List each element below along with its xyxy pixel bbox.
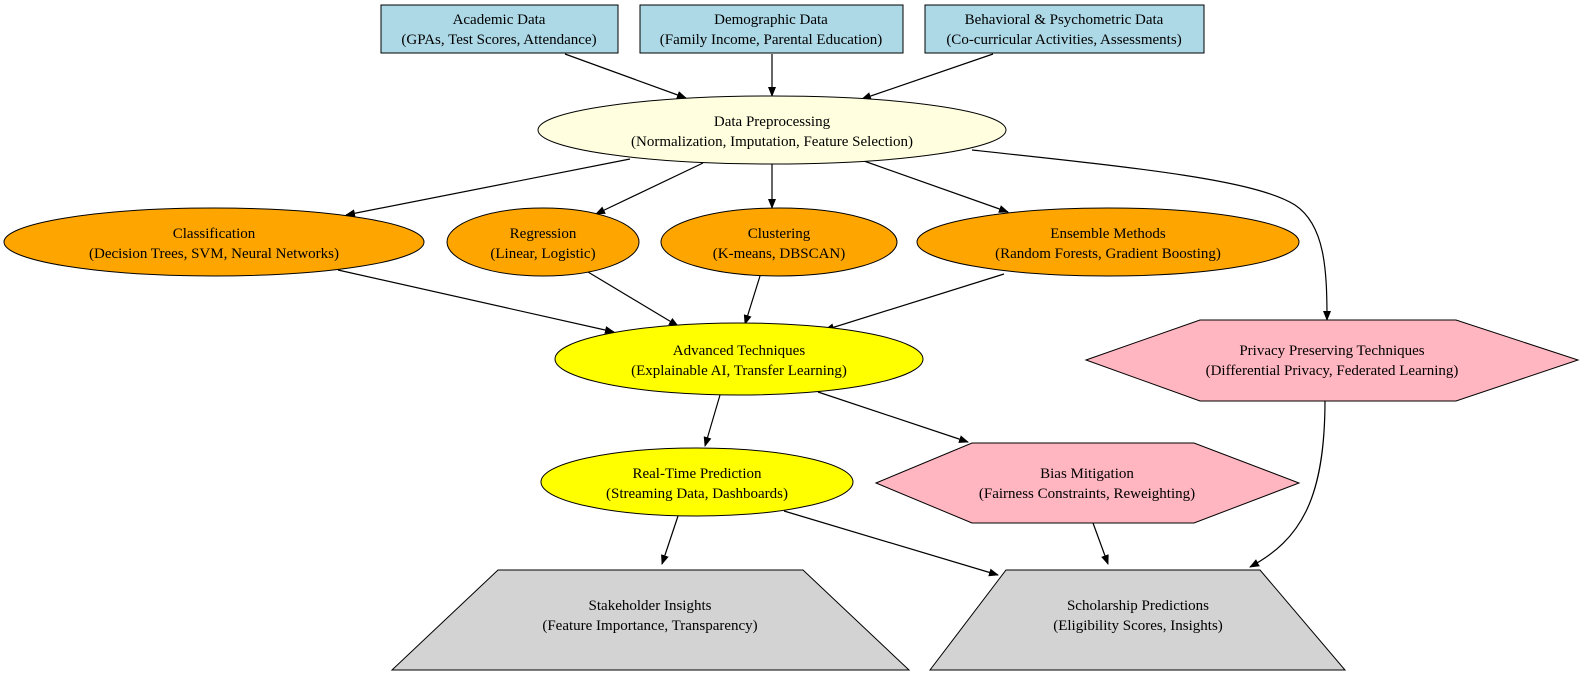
edge-privacy-to-scholarship (1249, 399, 1326, 568)
node-advanced: Advanced Techniques (Explainable AI, Tra… (554, 322, 924, 396)
edge-advanced-to-bias (817, 391, 969, 443)
node-preprocess-title: Data Preprocessing (714, 114, 831, 130)
node-classification-ellipse (3, 207, 425, 277)
edge-preprocess-to-ensemble (863, 160, 1009, 213)
node-preprocess-detail: (Normalization, Imputation, Feature Sele… (631, 134, 913, 150)
node-stakeholder: Stakeholder Insights (Feature Importance… (390, 569, 911, 671)
node-ensemble-ellipse (916, 207, 1300, 277)
node-classification-title: Classification (173, 226, 256, 242)
node-ensemble-detail: (Random Forests, Gradient Boosting) (995, 246, 1221, 262)
edge-regression-to-advanced (587, 271, 679, 327)
node-regression-ellipse (446, 207, 640, 277)
edge-behavioral-to-preprocess (861, 53, 994, 100)
edge-preprocess-to-privacy (971, 149, 1331, 321)
node-ensemble-title: Ensemble Methods (1050, 226, 1166, 242)
node-regression: Regression (Linear, Logistic) (446, 207, 640, 277)
node-stakeholder-detail: (Feature Importance, Transparency) (542, 618, 757, 634)
node-behavioral-box (924, 4, 1205, 54)
edge-preprocess-to-classification (345, 158, 631, 218)
node-stakeholder-title: Stakeholder Insights (589, 598, 712, 614)
edge-classification-to-advanced (337, 269, 615, 334)
node-bias-detail: (Fairness Constraints, Reweighting) (979, 486, 1195, 502)
node-academic-box (380, 4, 619, 54)
node-privacy-hexagon (1084, 319, 1580, 402)
edge-advanced-to-realtime (703, 394, 721, 447)
node-clustering-ellipse (660, 207, 898, 277)
node-clustering-title: Clustering (748, 226, 811, 242)
node-privacy: Privacy Preserving Techniques (Different… (1084, 319, 1580, 402)
node-demographic: Demographic Data (Family Income, Parenta… (639, 4, 904, 54)
node-ensemble: Ensemble Methods (Random Forests, Gradie… (916, 207, 1300, 277)
node-demographic-detail: (Family Income, Parental Education) (660, 32, 882, 48)
edge-realtime-to-stakeholder (661, 515, 679, 565)
node-scholarship-title: Scholarship Predictions (1067, 598, 1209, 614)
node-demographic-box (639, 4, 904, 54)
node-bias-title: Bias Mitigation (1040, 466, 1134, 482)
node-bias: Bias Mitigation (Fairness Constraints, R… (874, 442, 1301, 524)
node-privacy-title: Privacy Preserving Techniques (1239, 343, 1424, 359)
node-advanced-ellipse (554, 322, 924, 396)
node-privacy-detail: (Differential Privacy, Federated Learnin… (1206, 363, 1459, 379)
node-realtime-ellipse (540, 447, 854, 517)
node-preprocess: Data Preprocessing (Normalization, Imput… (537, 95, 1007, 165)
node-behavioral: Behavioral & Psychometric Data (Co-curri… (924, 4, 1205, 54)
node-preprocess-ellipse (537, 95, 1007, 165)
node-regression-detail: (Linear, Logistic) (490, 246, 595, 262)
node-stakeholder-trapezoid (390, 569, 911, 671)
node-advanced-title: Advanced Techniques (673, 343, 806, 359)
node-realtime-title: Real-Time Prediction (632, 466, 762, 482)
node-academic-detail: (GPAs, Test Scores, Attendance) (401, 32, 596, 48)
edge-bias-to-scholarship (1092, 522, 1109, 565)
node-classification-detail: (Decision Trees, SVM, Neural Networks) (89, 246, 339, 262)
node-demographic-title: Demographic Data (714, 12, 828, 28)
edge-preprocess-to-regression (595, 162, 704, 215)
node-behavioral-detail: (Co-curricular Activities, Assessments) (946, 32, 1181, 48)
node-academic-title: Academic Data (453, 12, 546, 28)
node-bias-hexagon (874, 442, 1301, 524)
node-advanced-detail: (Explainable AI, Transfer Learning) (631, 363, 847, 379)
node-clustering-detail: (K-means, DBSCAN) (713, 246, 846, 262)
node-scholarship: Scholarship Predictions (Eligibility Sco… (928, 569, 1347, 671)
node-scholarship-trapezoid (928, 569, 1347, 671)
node-scholarship-detail: (Eligibility Scores, Insights) (1053, 618, 1223, 634)
edge-realtime-to-scholarship (783, 510, 999, 577)
node-academic: Academic Data (GPAs, Test Scores, Attend… (380, 4, 619, 54)
node-realtime: Real-Time Prediction (Streaming Data, Da… (540, 447, 854, 517)
node-realtime-detail: (Streaming Data, Dashboards) (606, 486, 788, 502)
node-behavioral-title: Behavioral & Psychometric Data (965, 12, 1164, 28)
edge-academic-to-preprocess (564, 53, 687, 99)
node-clustering: Clustering (K-means, DBSCAN) (660, 207, 898, 277)
node-classification: Classification (Decision Trees, SVM, Neu… (3, 207, 425, 277)
edge-ensemble-to-advanced (824, 273, 1005, 332)
edges-group (337, 53, 1331, 577)
node-regression-title: Regression (510, 226, 577, 242)
edge-clustering-to-advanced (743, 275, 761, 325)
